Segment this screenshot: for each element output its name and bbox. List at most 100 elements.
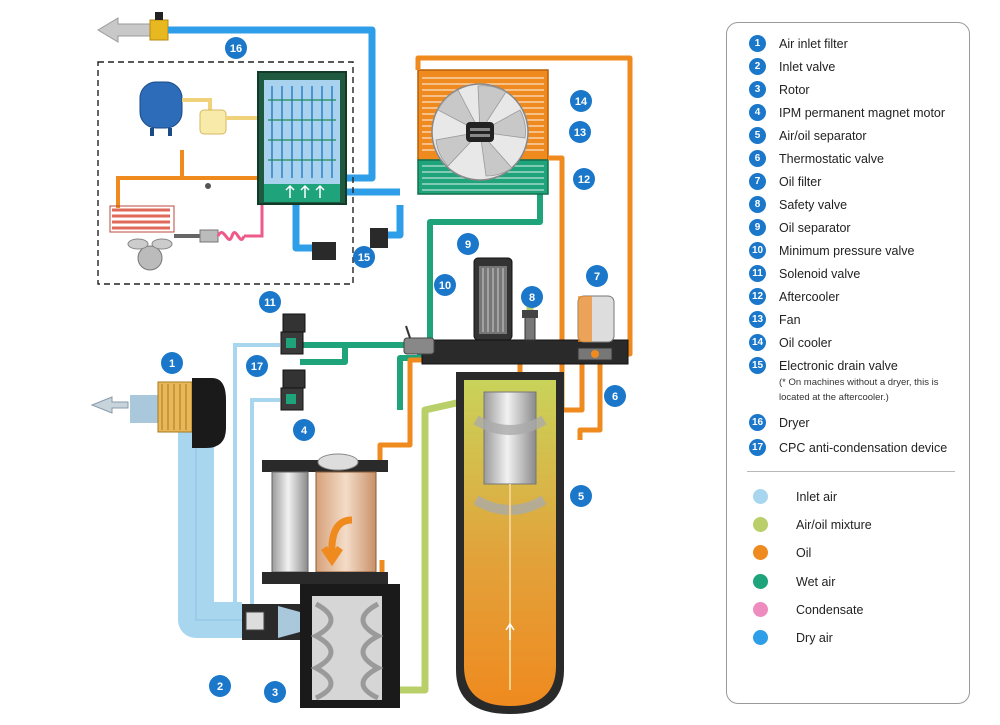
legend-number: 14 — [749, 334, 766, 351]
callout-8: 8 — [521, 286, 543, 308]
callout-15: 15 — [353, 246, 375, 268]
safety-valve-8 — [522, 310, 538, 341]
legend-label: Minimum pressure valve — [779, 243, 915, 258]
flow-legend-item: Dry air — [753, 630, 833, 645]
callout-13: 13 — [569, 121, 591, 143]
legend-item: 3 Rotor — [749, 81, 810, 98]
ipm-motor — [262, 453, 388, 584]
svg-text:10: 10 — [439, 280, 451, 292]
legend-number: 11 — [749, 265, 766, 282]
legend-item: 14 Oil cooler — [749, 334, 832, 351]
flow-swatch — [753, 630, 768, 645]
refrigerant-circuit — [109, 81, 264, 271]
fan — [431, 83, 529, 181]
legend-label: Aftercooler — [779, 289, 840, 304]
svg-text:1: 1 — [169, 358, 175, 370]
compressor-flow-diagram: 1 2 3 4 5 6 7 8 9 10 11 12 13 14 15 16 1… — [90, 12, 633, 714]
legend-label: CPC anti-condensation device — [779, 440, 948, 455]
legend-label: Dryer — [779, 415, 810, 430]
flow-label: Dry air — [796, 630, 833, 645]
legend-item: 7 Oil filter — [749, 173, 821, 190]
legend-number: 4 — [749, 104, 766, 121]
legend-number: 9 — [749, 219, 766, 236]
legend-label: Safety valve — [779, 197, 848, 212]
callout-14: 14 — [570, 90, 592, 112]
callout-10: 10 — [434, 274, 456, 296]
legend-label: Air inlet filter — [779, 36, 848, 51]
dryer-enclosure — [97, 61, 354, 285]
thermostatic-valve-6 — [577, 347, 613, 361]
solenoid-valve-11 — [280, 313, 306, 355]
legend-label: IPM permanent magnet motor — [779, 105, 946, 120]
callout-5: 5 — [570, 485, 592, 507]
rotor-housing — [300, 584, 400, 708]
flow-swatch — [753, 545, 768, 560]
legend-number: 7 — [749, 173, 766, 190]
legend-number: 17 — [749, 439, 766, 456]
svg-text:17: 17 — [251, 361, 263, 373]
legend-label: Rotor — [779, 82, 810, 97]
svg-text:8: 8 — [529, 292, 535, 304]
svg-text:2: 2 — [217, 681, 223, 693]
legend-item: 4 IPM permanent magnet motor — [749, 104, 945, 121]
legend-item: 15 Electronic drain valve — [749, 357, 898, 374]
legend-label: Oil cooler — [779, 335, 832, 350]
air-inlet-filter — [90, 378, 242, 638]
footnote-line: (* On machines without a dryer, this is — [779, 377, 939, 388]
callout-1: 1 — [161, 352, 183, 374]
svg-text:15: 15 — [358, 252, 370, 264]
flow-legend-item: Air/oil mixture — [753, 517, 872, 532]
callout-17: 17 — [246, 355, 268, 377]
electronic-drain-valve — [312, 228, 388, 260]
callout-2: 2 — [209, 675, 231, 697]
flow-label: Oil — [796, 545, 812, 560]
legend-divider — [747, 471, 955, 472]
legend-label: Electronic drain valve — [779, 358, 898, 373]
svg-text:9: 9 — [465, 239, 471, 251]
legend-number: 13 — [749, 311, 766, 328]
legend-number: 3 — [749, 81, 766, 98]
legend-item: 17 CPC anti-condensation device — [749, 439, 947, 456]
legend-label: Oil filter — [779, 174, 822, 189]
flow-label: Inlet air — [796, 489, 837, 504]
legend-number: 5 — [749, 127, 766, 144]
legend-number: 16 — [749, 414, 766, 431]
svg-text:5: 5 — [578, 491, 584, 503]
svg-text:16: 16 — [230, 43, 242, 55]
flow-legend-item: Wet air — [753, 574, 835, 589]
legend-number: 6 — [749, 150, 766, 167]
oil-filter-7 — [577, 295, 615, 343]
minimum-pressure-valve — [403, 325, 435, 355]
legend-label: Thermostatic valve — [779, 151, 884, 166]
callouts: 1 2 3 4 5 6 7 8 9 10 11 12 13 14 15 16 1… — [161, 37, 626, 703]
flow-legend-item: Inlet air — [753, 489, 837, 504]
dryer-heat-exchanger — [257, 71, 347, 205]
callout-6: 6 — [604, 385, 626, 407]
callout-7: 7 — [586, 265, 608, 287]
flow-swatch — [753, 517, 768, 532]
legend-item: 16 Dryer — [749, 414, 810, 431]
svg-text:4: 4 — [301, 425, 308, 437]
inlet-valve-2 — [242, 604, 300, 640]
footnote-line: located at the aftercooler.) — [779, 392, 889, 403]
outlet-arrow — [97, 12, 169, 43]
flow-label: Wet air — [796, 574, 836, 589]
oil-separator-9 — [473, 257, 513, 341]
air-oil-separator-tank — [456, 372, 564, 714]
cpc-device-17 — [280, 369, 306, 411]
callout-16: 16 — [225, 37, 247, 59]
legend-number: 15 — [749, 357, 766, 374]
flow-legend-item: Condensate — [753, 602, 863, 617]
svg-text:7: 7 — [594, 271, 600, 283]
svg-text:14: 14 — [575, 96, 588, 108]
legend-label: Air/oil separator — [779, 128, 867, 143]
svg-text:3: 3 — [272, 687, 278, 699]
callout-4: 4 — [293, 419, 315, 441]
